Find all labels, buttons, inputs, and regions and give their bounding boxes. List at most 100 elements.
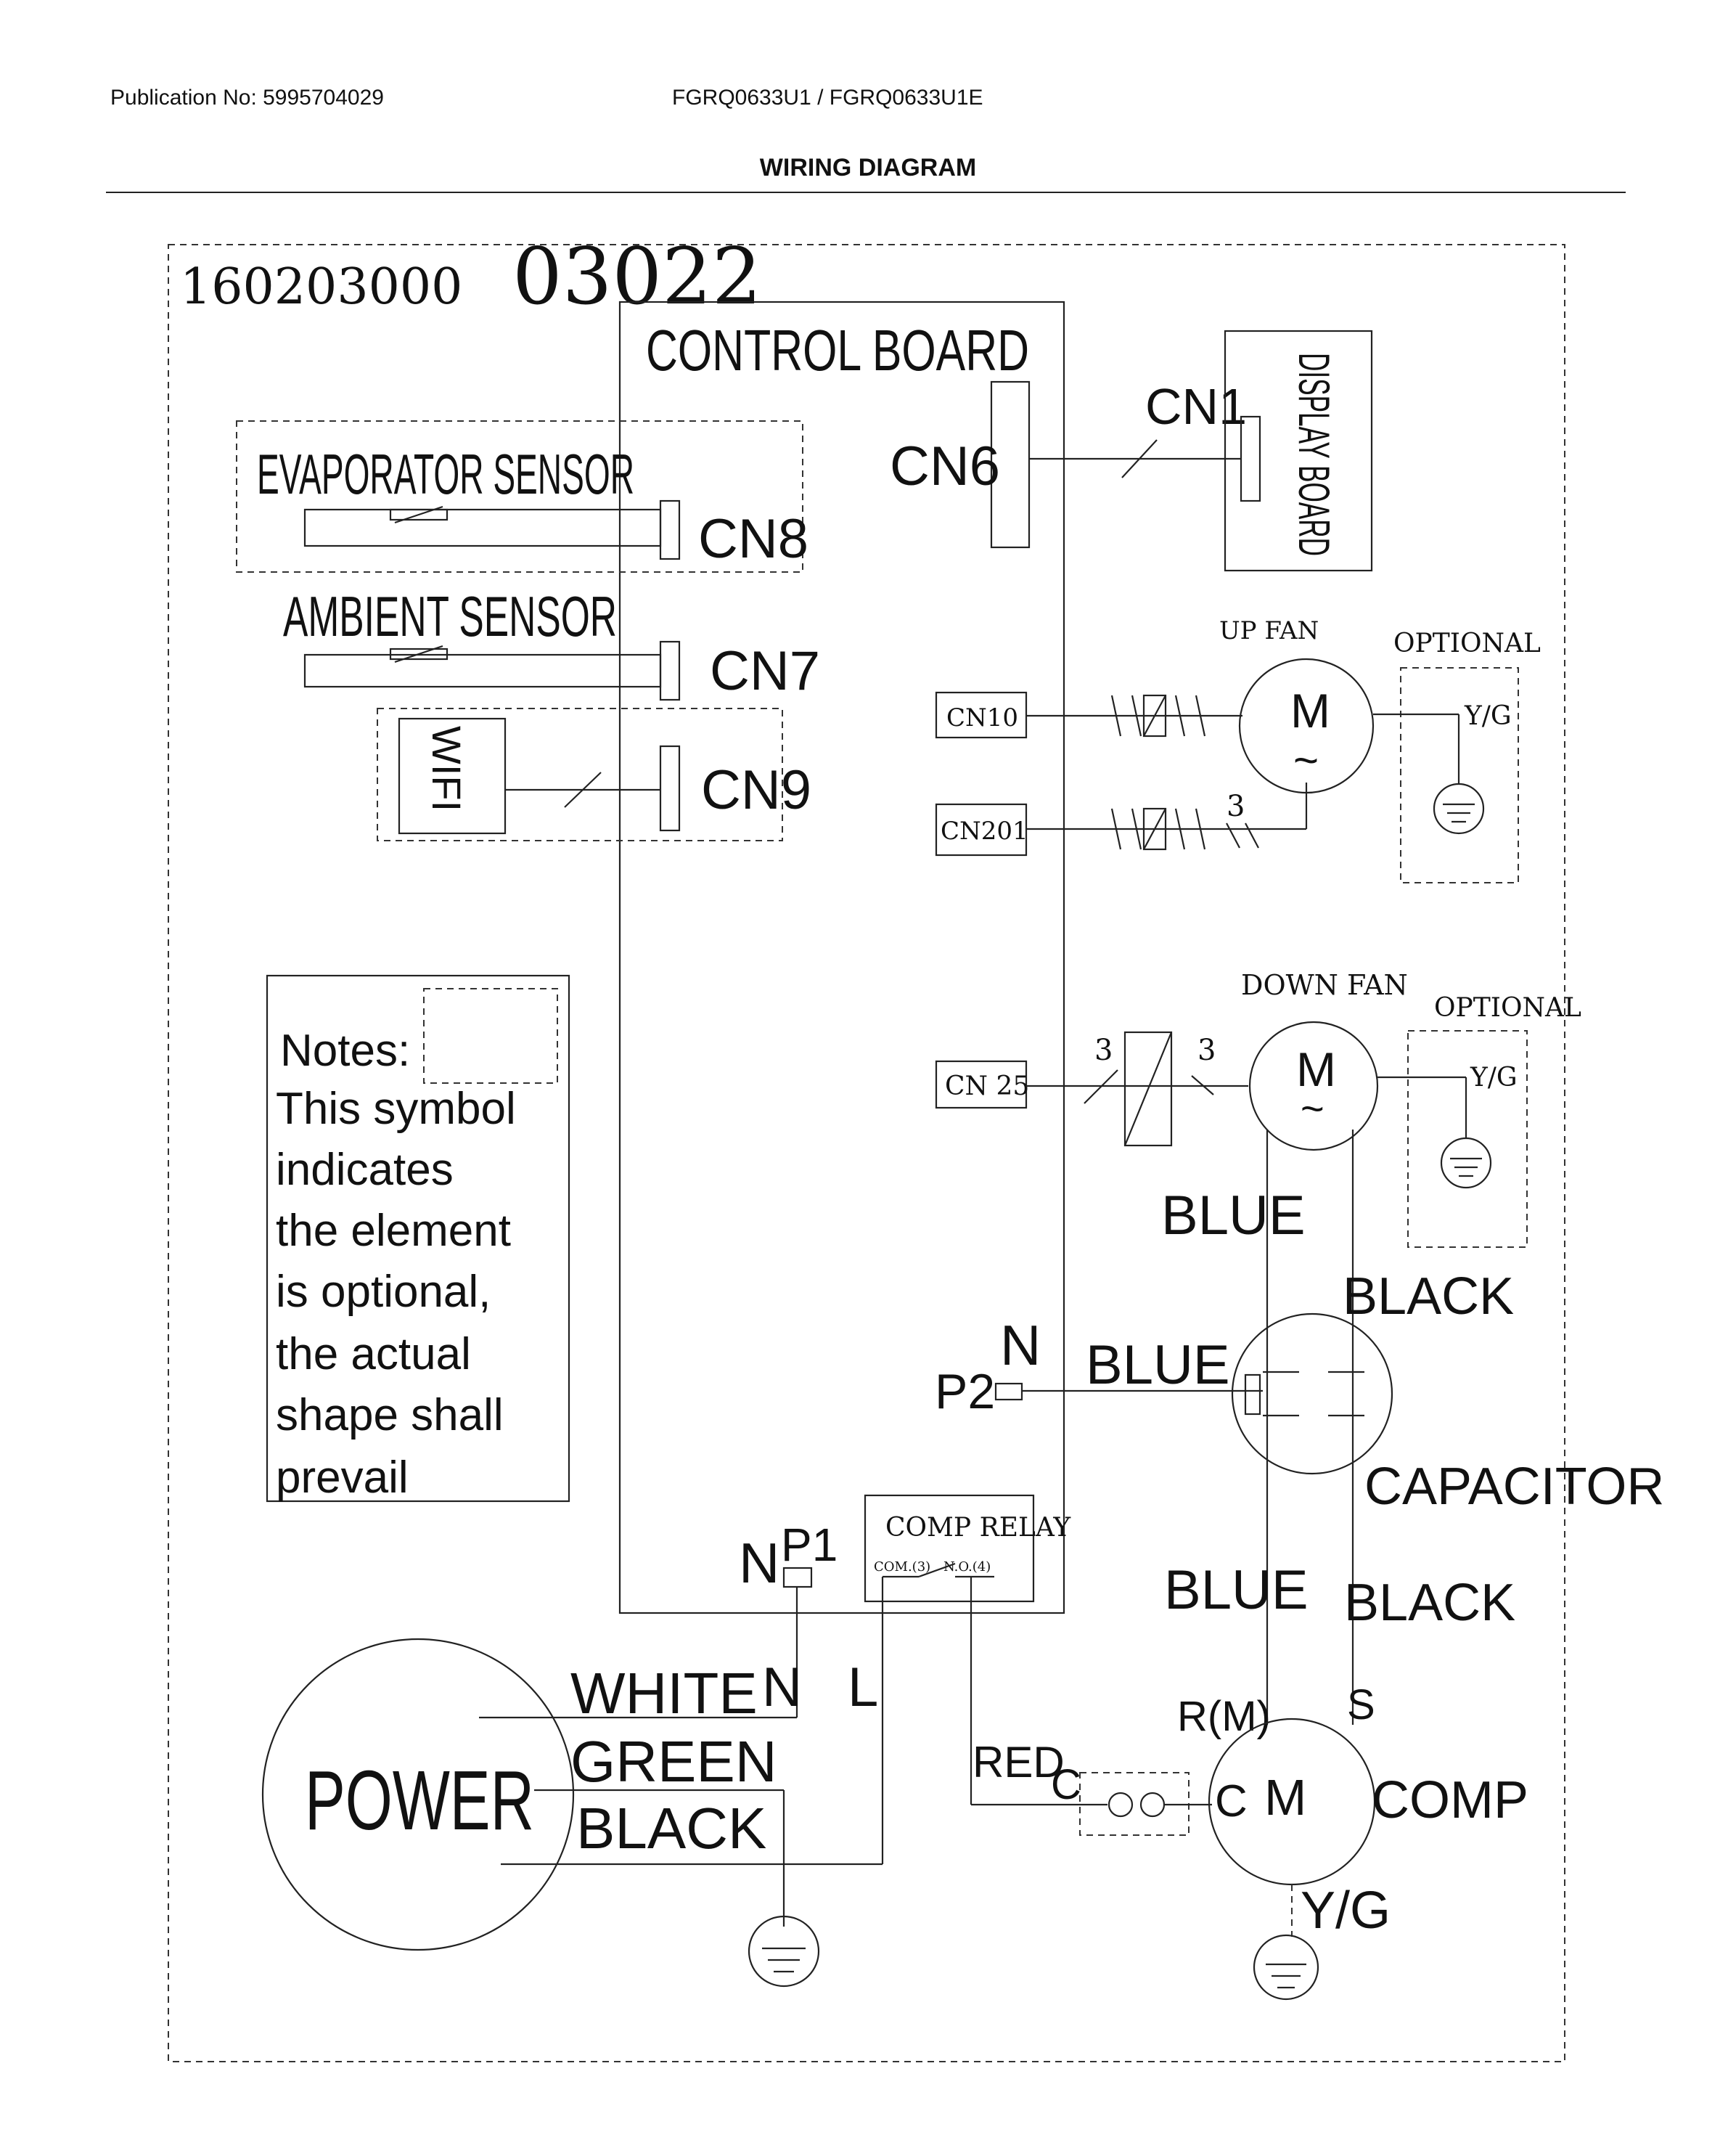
cn7-connector [659, 640, 681, 701]
up-fan-motor [1238, 658, 1375, 794]
down-fan-plug [1123, 1031, 1173, 1147]
comp-relay-box [864, 1494, 1035, 1603]
up-fan-plug-1 [1142, 694, 1167, 738]
optional-label-1: OPTIONAL [1393, 629, 1541, 658]
notes-line-7: prevail [276, 1453, 409, 1503]
down-fan-m: M [1296, 1042, 1336, 1096]
overload-coil-1 [1107, 1792, 1134, 1818]
publication-number: Publication No: 5995704029 [110, 86, 384, 110]
page-title: WIRING DIAGRAM [759, 154, 977, 181]
ambient-thermistor [389, 648, 449, 661]
black-label-1: BLACK [1343, 1267, 1514, 1326]
p1-n-label: N [739, 1531, 779, 1595]
comp-label: COMP [1372, 1771, 1528, 1829]
wire-count-1: 3 [1227, 790, 1245, 823]
notes-line-6: shape shall [276, 1390, 504, 1440]
notes-line-2: indicates [276, 1145, 454, 1195]
ground-symbol-2 [1440, 1137, 1492, 1189]
l-wire-label: L [848, 1657, 878, 1718]
code-large: 03022 [512, 232, 762, 322]
power-circle [261, 1638, 575, 1951]
cn7-label: CN7 [710, 640, 820, 702]
green-label: GREEN [570, 1729, 777, 1794]
cn25-box [935, 1060, 1028, 1109]
notes-line-5: the actual [276, 1329, 471, 1379]
r-m-label: R(M) [1177, 1693, 1271, 1740]
wifi-label: WIFI [424, 726, 470, 812]
notes-optional-symbol [423, 988, 558, 1084]
overload-coil-2 [1139, 1792, 1166, 1818]
c-comp-label: C [1215, 1776, 1248, 1826]
display-board-box [1224, 330, 1373, 572]
evaporator-sensor-leads [303, 508, 662, 547]
up-fan-plug-2 [1142, 807, 1167, 851]
capacitor-circle [1231, 1312, 1393, 1475]
up-fan-tilde: ~ [1293, 736, 1319, 785]
down-fan-label: DOWN FAN [1241, 969, 1408, 1001]
n-wire-label: N [762, 1657, 802, 1718]
optional-label-2: OPTIONAL [1434, 993, 1581, 1023]
down-fan-motor [1248, 1021, 1379, 1151]
cn25-label: CN 25 [945, 1071, 1029, 1101]
blue-label-3: BLUE [1164, 1559, 1309, 1621]
p2-n-label: N [1000, 1313, 1041, 1377]
notes-title: Notes: [280, 1026, 410, 1076]
c-fuse-label: C [1051, 1761, 1081, 1808]
evaporator-sensor-optional-box [236, 420, 803, 573]
header-rule [106, 192, 1626, 193]
cn1-label: CN1 [1145, 378, 1247, 435]
evaporator-sensor-label: EVAPORATOR SENSOR [257, 442, 634, 506]
ground-symbol-1 [1433, 783, 1485, 835]
capacitor-terminal-left [1244, 1373, 1261, 1416]
blue-label-1: BLUE [1161, 1185, 1306, 1246]
s-label: S [1347, 1681, 1375, 1728]
ambient-sensor-label: AMBIENT SENSOR [283, 584, 617, 648]
notes-line-4: is optional, [276, 1267, 491, 1317]
model-numbers: FGRQ0633U1 / FGRQ0633U1E [672, 86, 983, 110]
power-label: POWER [305, 1753, 534, 1847]
p2-label: P2 [935, 1364, 995, 1419]
ground-symbol-power [748, 1915, 820, 1988]
cn9-label: CN9 [701, 759, 811, 821]
capacitor-label: CAPACITOR [1364, 1458, 1664, 1516]
white-label: WHITE [570, 1661, 758, 1726]
notes-line-3: the element [276, 1206, 511, 1256]
cn201-label: CN201 [941, 817, 1028, 846]
wifi-module-box [398, 717, 507, 835]
yg-label-3: Y/G [1301, 1882, 1391, 1940]
wifi-optional-box [377, 708, 783, 841]
cn10-label: CN10 [946, 703, 1018, 732]
p2-terminal [994, 1382, 1023, 1401]
notes-line-1: This symbol [276, 1084, 516, 1134]
up-fan-label: UP FAN [1219, 616, 1319, 645]
code-small: 160203000 [180, 258, 462, 316]
display-board-label: DISPLAY BOARD [1290, 353, 1338, 556]
cn1-connector [1240, 415, 1261, 502]
cn8-connector [659, 499, 681, 560]
comp-m-label: M [1264, 1769, 1306, 1826]
black-label-2: BLACK [1344, 1574, 1515, 1632]
black-label-3: BLACK [576, 1796, 766, 1861]
ground-symbol-comp [1253, 1934, 1319, 2001]
cn6-connector [990, 380, 1031, 549]
down-fan-tilde: ~ [1301, 1085, 1324, 1131]
cn8-label: CN8 [698, 508, 808, 570]
p1-label: P1 [781, 1519, 838, 1571]
no4-label: N.O.(4) [943, 1559, 991, 1575]
diagram-frame [168, 244, 1565, 2062]
cn9-connector [659, 745, 681, 832]
up-fan-m: M [1290, 684, 1330, 738]
com3-label: COM.(3) [874, 1559, 930, 1575]
wire-count-2: 3 [1094, 1034, 1113, 1067]
ambient-sensor-leads [303, 653, 662, 688]
control-board-box [618, 301, 1065, 1614]
down-fan-optional-box [1407, 1030, 1528, 1248]
yg-label-2: Y/G [1470, 1063, 1518, 1093]
blue-label-2: BLUE [1086, 1334, 1230, 1396]
yg-label-1: Y/G [1464, 701, 1512, 731]
red-label: RED [973, 1738, 1065, 1786]
wire-count-3: 3 [1197, 1034, 1216, 1067]
comp-relay-label: COMP RELAY [885, 1513, 1071, 1543]
cn6-label: CN6 [890, 436, 1000, 497]
